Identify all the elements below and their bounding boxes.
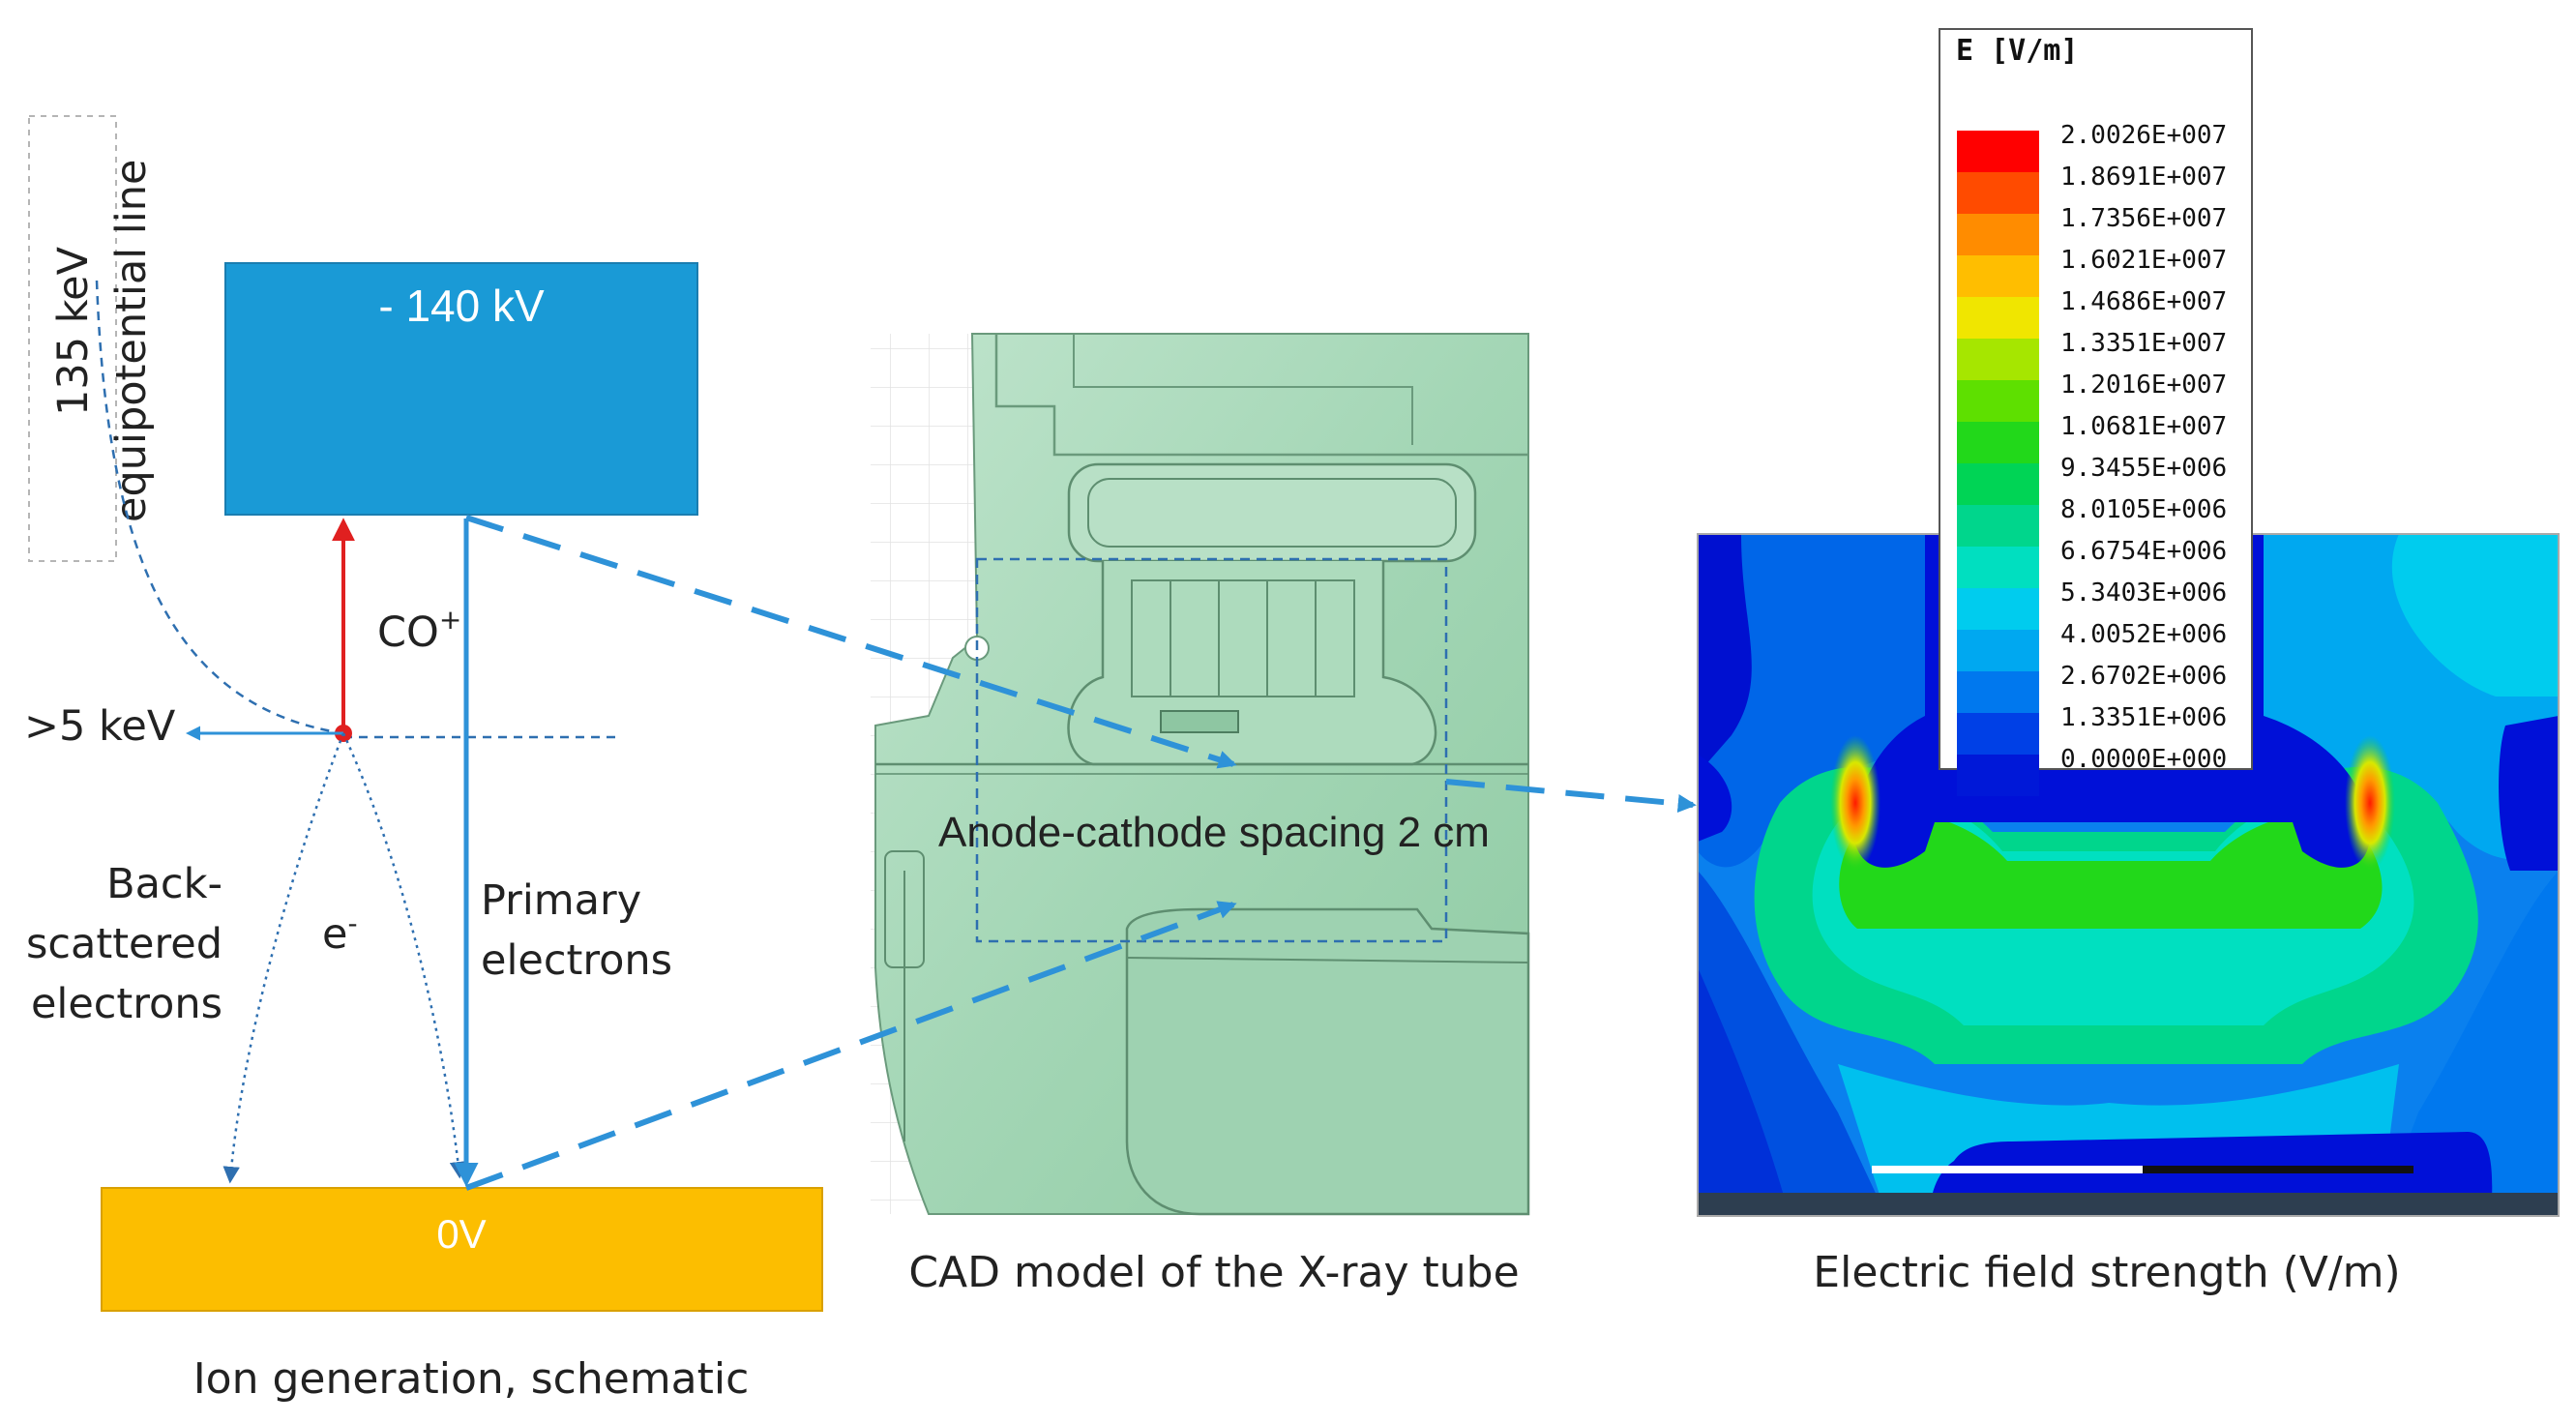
- equipotential-label-2: equipotential line: [107, 160, 156, 523]
- legend-value: 9.3455E+006: [2060, 454, 2227, 483]
- field-region: [1698, 967, 1790, 1216]
- field-hotspot-left: [1830, 735, 1880, 871]
- legend-value: 1.2016E+007: [2060, 371, 2227, 400]
- ion-label: CO+: [377, 604, 461, 657]
- legend-value: 1.3351E+006: [2060, 703, 2227, 732]
- backscatter-path-left: [222, 732, 345, 1184]
- legend-value: 1.3351E+007: [2060, 329, 2227, 358]
- legend-swatch: [1957, 172, 2039, 214]
- scale-bar-black: [2143, 1166, 2413, 1173]
- legend-value: 1.7356E+007: [2060, 204, 2227, 233]
- legend-swatch: [1957, 339, 2039, 380]
- legend-swatch: [1957, 463, 2039, 505]
- legend-swatch: [1957, 422, 2039, 463]
- field-hotspot-right: [2345, 735, 2395, 871]
- legend-swatch: [1957, 380, 2039, 422]
- field-region: [1698, 534, 1752, 774]
- legend-swatch: [1957, 505, 2039, 547]
- legend-value: 8.0105E+006: [2060, 495, 2227, 524]
- backscatter-label-3: electrons: [31, 980, 222, 1028]
- energy-label: >5 keV: [24, 702, 176, 751]
- cathode-label: - 140 kV: [378, 281, 545, 331]
- anode-label: 0V: [436, 1211, 486, 1257]
- connector-anode: [464, 901, 1237, 1191]
- field-electrode: [2499, 716, 2559, 871]
- cad-edge: [884, 850, 925, 968]
- legend-swatch: [1957, 588, 2039, 630]
- legend-swatch: [1957, 713, 2039, 755]
- field-region: [1698, 534, 1925, 868]
- cad-caption: CAD model of the X-ray tube: [908, 1248, 1519, 1297]
- legend-value: 1.6021E+007: [2060, 246, 2227, 275]
- scale-bar-white: [1872, 1166, 2143, 1173]
- backscatter-label-2: scattered: [26, 920, 222, 968]
- legend-value: 2.6702E+006: [2060, 662, 2227, 691]
- legend-swatch: [1957, 755, 2039, 796]
- cathode-block: [224, 262, 698, 516]
- legend-swatch: [1957, 547, 2039, 588]
- legend-value: 0.0000E+000: [2060, 745, 2227, 774]
- cad-edge: [1131, 579, 1355, 697]
- field-region: [2391, 534, 2559, 697]
- legend-value: 1.0681E+007: [2060, 412, 2227, 441]
- cad-panel: Anode-cathode spacing 2 cm CAD model of …: [871, 333, 1530, 1297]
- schematic-panel: 135 keV equipotential line - 140 kV 0V C…: [24, 115, 823, 1404]
- legend-value: 4.0052E+006: [2060, 620, 2227, 649]
- cad-edge: [1087, 478, 1457, 548]
- primary-label-2: electrons: [481, 936, 672, 985]
- anode-block: [101, 1187, 823, 1312]
- equipotential-label-box: [28, 115, 117, 562]
- electron-label: e-: [322, 907, 358, 959]
- legend-swatch: [1957, 131, 2039, 172]
- legend-value: 6.6754E+006: [2060, 537, 2227, 566]
- legend-labels: 2.0026E+007 1.8691E+007 1.7356E+007 1.6021E…: [2060, 121, 2227, 774]
- legend-value: 1.4686E+007: [2060, 287, 2227, 316]
- primary-label-1: Primary: [481, 876, 641, 925]
- cad-edge: [1126, 957, 1529, 963]
- schematic-caption: Ion generation, schematic: [193, 1354, 750, 1404]
- legend-swatch: [1957, 297, 2039, 339]
- legend-swatch: [1957, 671, 2039, 713]
- legend-value: 2.0026E+007: [2060, 121, 2227, 150]
- legend-title: E [V/m]: [1956, 34, 2078, 68]
- legend-swatches: [1957, 131, 2039, 796]
- cad-anode: [1125, 907, 1530, 1216]
- connector-field: [1445, 779, 1697, 814]
- cad-focusing-head: [1067, 561, 1437, 766]
- field-electrode: [1698, 755, 1732, 842]
- legend-value: 5.3403E+006: [2060, 578, 2227, 608]
- field-caption: Electric field strength (V/m): [1813, 1248, 2400, 1297]
- legend-value: 1.8691E+007: [2060, 163, 2227, 192]
- legend-swatch: [1957, 630, 2039, 671]
- connector-cathode: [465, 515, 1237, 769]
- backscatter-path-right: [341, 732, 467, 1179]
- cad-zoom-box: [975, 557, 1448, 943]
- field-panel: E [V/m] 2.0026E+007 1.8691E+007 1.7356E+00…: [1697, 28, 2560, 1297]
- connector-arrows: [464, 515, 1697, 1191]
- field-region: [1839, 814, 2383, 929]
- legend-swatch: [1957, 255, 2039, 297]
- field-region: [2380, 871, 2559, 1216]
- cad-edge: [1073, 334, 1413, 445]
- equipotential-label-1: 135 keV: [49, 246, 98, 416]
- cad-filament: [1160, 710, 1239, 733]
- spacing-label: Anode-cathode spacing 2 cm: [938, 809, 1490, 856]
- legend-swatch: [1957, 214, 2039, 255]
- cad-edge: [994, 334, 1528, 457]
- field-status-strip: [1698, 1193, 2559, 1216]
- backscatter-label-1: Back-: [106, 860, 222, 908]
